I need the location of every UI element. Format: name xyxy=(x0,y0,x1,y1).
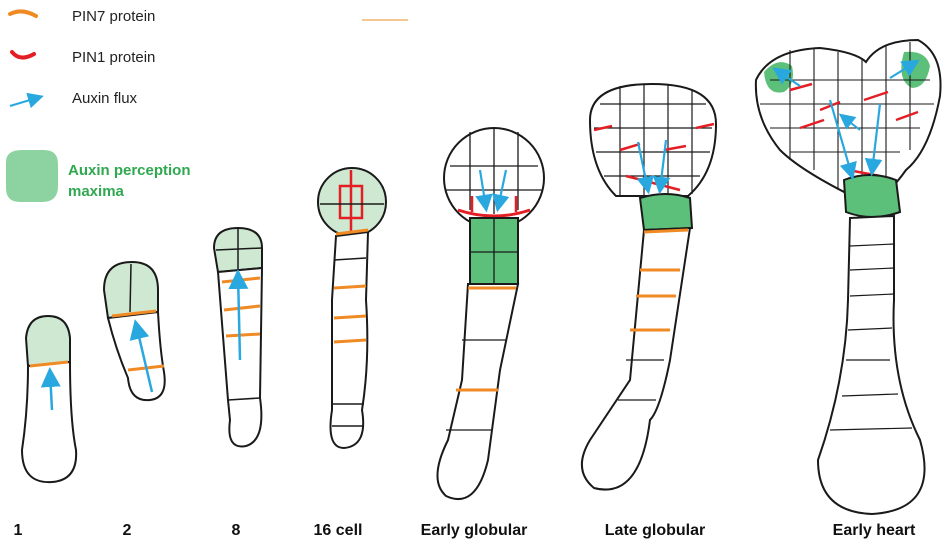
embryo-stage-late-globular xyxy=(582,84,716,490)
embryo-stage-early-heart xyxy=(756,40,941,514)
embryo-stage-1 xyxy=(22,316,76,482)
stage-label-16-cell: 16 cell xyxy=(314,522,363,540)
stage-label-2: 2 xyxy=(123,522,132,540)
legend-perception-line2: maxima xyxy=(68,181,191,202)
legend-perception-label: Auxin perception maxima xyxy=(68,160,191,202)
legend-pin1-symbol xyxy=(12,52,34,58)
legend-pin1-label: PIN1 protein xyxy=(72,49,155,66)
legend-pin7-symbol xyxy=(10,11,36,16)
legend-auxin-flux-label: Auxin flux xyxy=(72,90,137,107)
legend-pin7-label: PIN7 protein xyxy=(72,8,155,25)
stage-label-late-globular: Late globular xyxy=(605,522,705,540)
stage-1-proembryo xyxy=(26,316,70,366)
embryo-stage-16-cell xyxy=(318,168,386,448)
stage-label-1: 1 xyxy=(14,522,23,540)
embryo-stage-early-globular xyxy=(437,128,544,499)
stage-label-8: 8 xyxy=(232,522,241,540)
stage-label-early-heart: Early heart xyxy=(833,522,916,540)
legend-perception-blob xyxy=(6,150,58,202)
stage-label-early-globular: Early globular xyxy=(421,522,528,540)
legend-auxin-flux-arrow xyxy=(10,97,40,106)
legend-perception-line1: Auxin perception xyxy=(68,160,191,181)
embryo-stage-2 xyxy=(104,262,165,400)
stage-1-suspensor xyxy=(22,362,76,482)
embryo-stage-8 xyxy=(214,228,262,446)
